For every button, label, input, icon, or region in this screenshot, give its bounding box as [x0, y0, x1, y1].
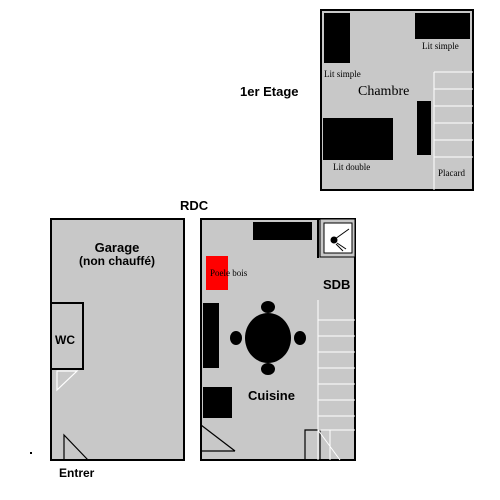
- upper-floor: 1er Etage Chambre Lit simple Lit simple …: [240, 9, 474, 191]
- fridge: [203, 387, 232, 418]
- ground-stairs: [317, 300, 355, 461]
- wc-room: [50, 302, 84, 370]
- kitchen-label: Cuisine: [248, 388, 295, 403]
- shower-head-icon: [330, 228, 350, 252]
- shower-box: [323, 222, 353, 254]
- double-bed-label: Lit double: [333, 162, 370, 172]
- single-bed-right: [415, 13, 470, 39]
- double-bed: [323, 118, 393, 160]
- bedroom-label: Chambre: [358, 84, 409, 99]
- kitchen-door-swing: [200, 424, 236, 452]
- kitchen-counter: [253, 222, 312, 240]
- wardrobe: [417, 101, 431, 155]
- single-bed-left: [324, 13, 350, 63]
- wood-stove: [206, 256, 228, 290]
- closet-label: Placard: [438, 168, 465, 178]
- table: [245, 313, 291, 363]
- garage-label-note: (non chauffé): [79, 254, 155, 268]
- kitchen-area: Poele bois Cuisine SDB: [200, 218, 356, 461]
- chair-bottom: [261, 363, 275, 375]
- entrance-door-swing: [63, 433, 89, 461]
- chair-left: [230, 331, 242, 345]
- dot-mark: [30, 452, 32, 454]
- dining-table: [230, 301, 306, 375]
- wc-door-swing: [56, 370, 79, 392]
- wood-stove-label: Poele bois: [210, 268, 248, 278]
- garage-label: Garage: [95, 240, 140, 255]
- ground-floor-label: RDC: [180, 198, 209, 213]
- side-counter: [203, 303, 219, 368]
- entrance-label: Entrer: [59, 466, 95, 480]
- bathroom-label: SDB: [323, 277, 350, 292]
- stair-door-swing: [304, 429, 321, 460]
- upper-stairs: [433, 71, 473, 158]
- wc-label: WC: [55, 333, 75, 347]
- upper-floor-label: 1er Etage: [240, 84, 299, 99]
- garage: Garage (non chauffé) WC: [50, 218, 185, 461]
- chair-top: [261, 301, 275, 313]
- chair-right: [294, 331, 306, 345]
- single-bed-right-label: Lit simple: [422, 41, 459, 51]
- single-bed-left-label: Lit simple: [324, 69, 361, 79]
